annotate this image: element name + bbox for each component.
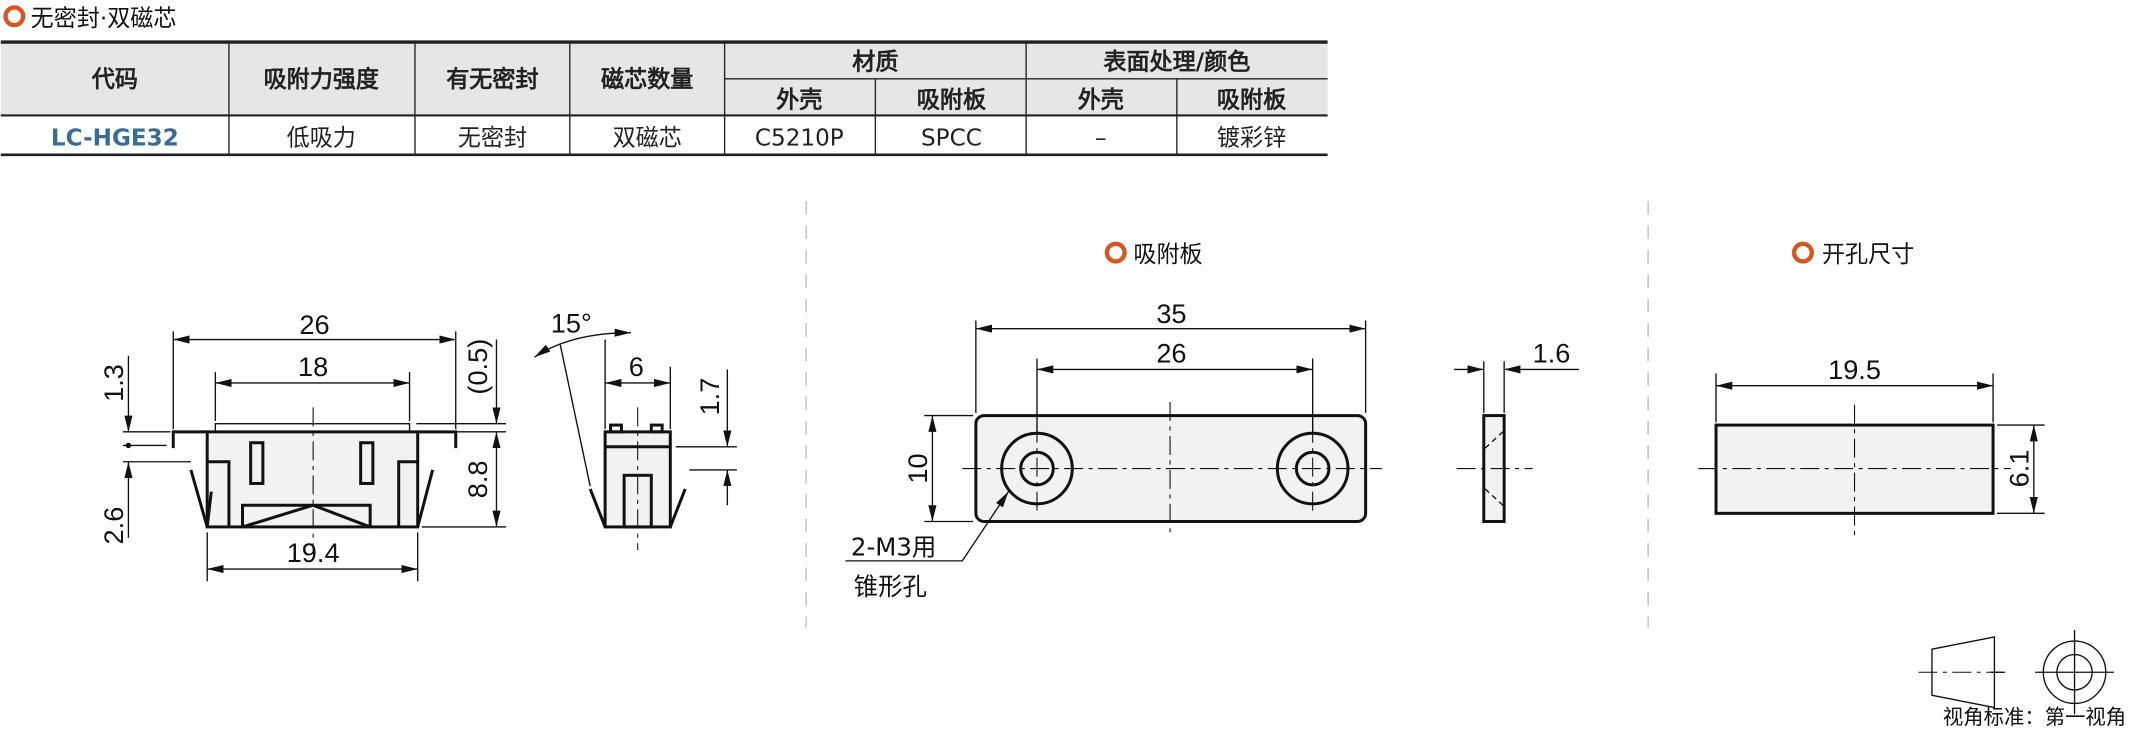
- th-surface-shell: 外壳: [1078, 86, 1124, 113]
- plate-note-line1: 2-M3用: [851, 532, 936, 561]
- dim-side-width: 6: [629, 351, 644, 382]
- cell-shell-surface: –: [1095, 125, 1107, 151]
- th-seal: 有无密封: [446, 66, 538, 93]
- section-ring-icon: [3, 5, 26, 28]
- dim-plate-length: 35: [1156, 298, 1186, 329]
- cutout-view-title: 开孔尺寸: [1822, 242, 1914, 268]
- dim-plate-height: 10: [902, 453, 933, 483]
- dim-angle: 15°: [551, 308, 592, 339]
- cell-magnets: 双磁芯: [613, 125, 682, 151]
- dim-cutout-width: 19.5: [1828, 354, 1881, 385]
- cell-force: 低吸力: [287, 125, 356, 151]
- th-material-plate: 吸附板: [917, 86, 987, 113]
- th-code: 代码: [91, 67, 138, 93]
- cell-code[interactable]: LC-HGE32: [51, 125, 179, 151]
- cell-plate-material: SPCC: [921, 125, 982, 151]
- section-title: 无密封·双磁芯: [31, 6, 177, 32]
- dim-top-offset: 1.3: [98, 364, 129, 402]
- dim-bottom-offset: 2.6: [98, 507, 129, 545]
- section-ring-icon: [1104, 241, 1127, 264]
- th-surface-plate: 吸附板: [1217, 86, 1287, 113]
- dim-bottom-width: 19.4: [287, 537, 340, 568]
- catch-side-view: 15° 6 1.7: [534, 308, 737, 551]
- projection-label: 视角标准：第一视角: [1943, 705, 2126, 729]
- dim-flange-thickness: (0.5): [462, 339, 493, 395]
- dim-overall-width: 26: [299, 309, 329, 340]
- th-force: 吸附力强度: [264, 66, 380, 93]
- dim-plate-thickness: 1.6: [1533, 338, 1571, 369]
- th-material: 材质: [852, 49, 898, 75]
- cell-plate-surface: 镀彩锌: [1217, 125, 1286, 151]
- dim-step: 1.7: [694, 378, 725, 416]
- dim-height: 8.8: [462, 461, 493, 499]
- spec-table: 代码 吸附力强度 有无密封 磁芯数量 材质 表面处理/颜色 外壳 吸附板 外壳 …: [0, 40, 1328, 157]
- dim-cutout-height: 6.1: [2003, 450, 2034, 488]
- section-ring-icon: [1791, 241, 1814, 264]
- th-magnets: 磁芯数量: [601, 66, 693, 93]
- catch-front-view: 26 18 19.4 1.3 2.6 (0.5) 8.8: [98, 309, 506, 582]
- first-angle-projection-icon: [1918, 630, 2114, 715]
- dim-inner-width: 18: [298, 351, 328, 382]
- cell-seal: 无密封: [458, 125, 527, 151]
- th-material-shell: 外壳: [776, 86, 822, 113]
- cell-shell-material: C5210P: [755, 125, 844, 151]
- dim-hole-pitch: 26: [1156, 338, 1186, 369]
- plate-view: 吸附板 35 26 10 2-M3用 锥形孔 1.6: [845, 241, 1579, 601]
- th-surface: 表面处理/颜色: [1103, 48, 1250, 75]
- plate-note-line2: 锥形孔: [854, 572, 927, 601]
- plate-view-title: 吸附板: [1133, 242, 1202, 268]
- cutout-view: 开孔尺寸 19.5 6.1: [1698, 241, 2045, 536]
